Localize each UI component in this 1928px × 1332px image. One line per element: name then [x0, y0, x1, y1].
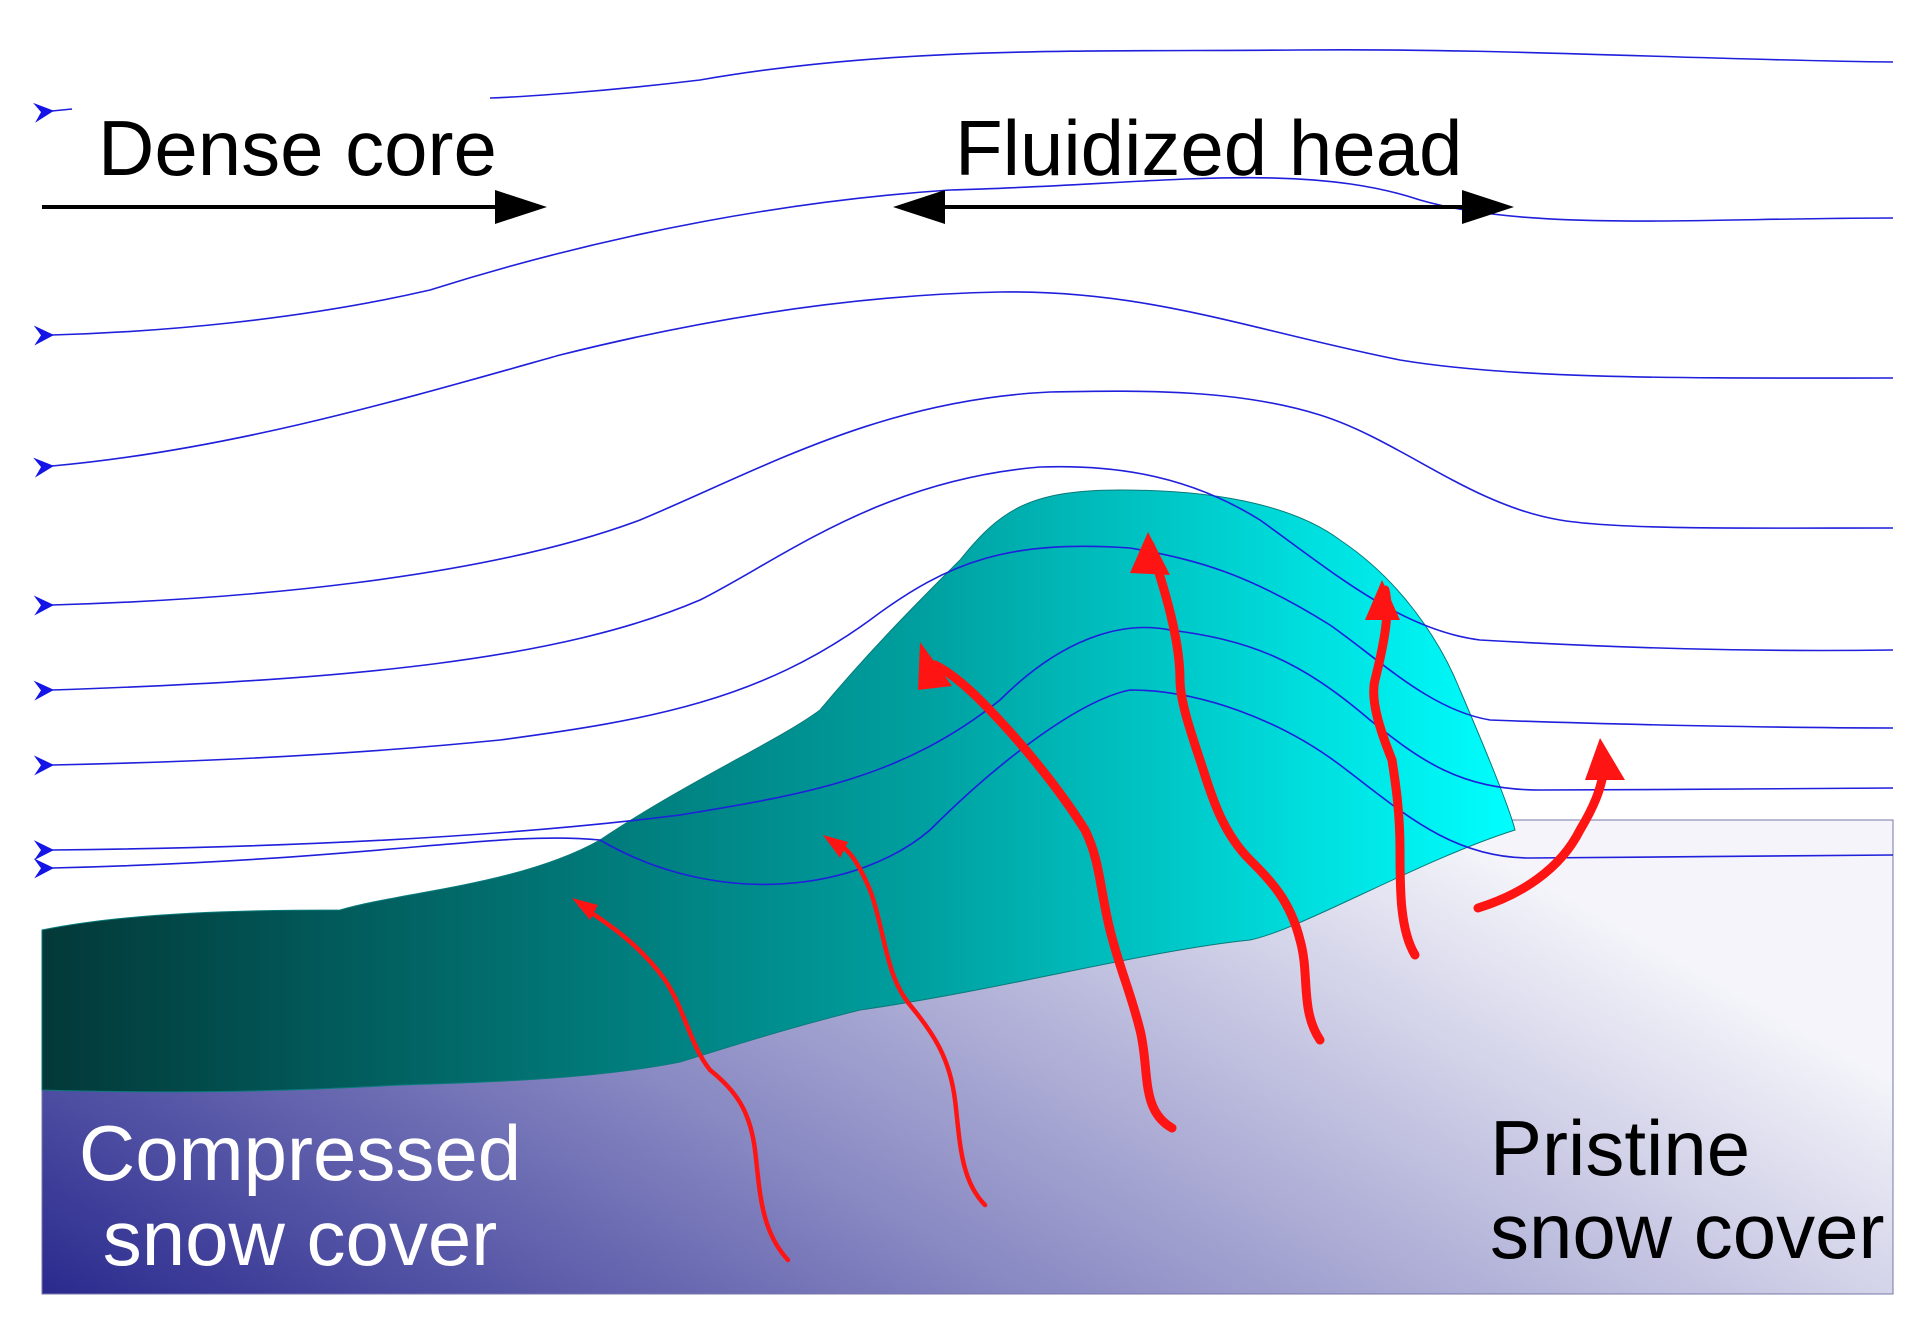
streamline-2	[33, 176, 1894, 346]
upflow-arrow-5	[1369, 585, 1420, 960]
upflow-arrows	[577, 540, 1608, 1263]
fluidized-head-extent-arrow	[893, 190, 1514, 224]
streamline-7	[33, 626, 1894, 861]
upflow-arrowhead-6	[1585, 738, 1625, 780]
pristine-snow-label-line2: snow cover	[1490, 1187, 1885, 1275]
streamline-1	[489, 48, 1894, 99]
upflow-arrowhead-2	[823, 835, 848, 858]
upflow-arrowhead-3	[918, 642, 952, 690]
upflow-arrowhead-1	[572, 898, 598, 920]
dense-core-extent-arrow	[42, 190, 547, 224]
upflow-arrowheads	[572, 532, 1625, 920]
streamline-3	[33, 291, 1894, 478]
upflow-arrow-2	[827, 837, 988, 1208]
upflow-arrowhead-5	[1365, 580, 1400, 620]
upflow-arrowhead-4	[1130, 532, 1170, 575]
streamline-5	[33, 465, 1894, 701]
streamline-1b	[33, 102, 73, 123]
streamline-6	[33, 545, 1894, 776]
upflow-arrow-4	[1145, 540, 1325, 1045]
dense-core-label: Dense core	[98, 104, 497, 192]
compressed-snow-label-line1: Compressed	[79, 1109, 521, 1197]
streamline-8	[33, 689, 1894, 886]
streamlines	[33, 48, 1894, 886]
upflow-arrow-6	[1473, 770, 1608, 913]
fluidized-head-label: Fluidized head	[955, 104, 1462, 192]
upflow-arrow-1	[577, 902, 791, 1263]
streamline-4	[33, 390, 1894, 616]
upflow-arrow-3	[930, 660, 1177, 1133]
pristine-snow-label-line1: Pristine	[1490, 1104, 1750, 1192]
compressed-snow-label-line2: snow cover	[103, 1194, 498, 1282]
